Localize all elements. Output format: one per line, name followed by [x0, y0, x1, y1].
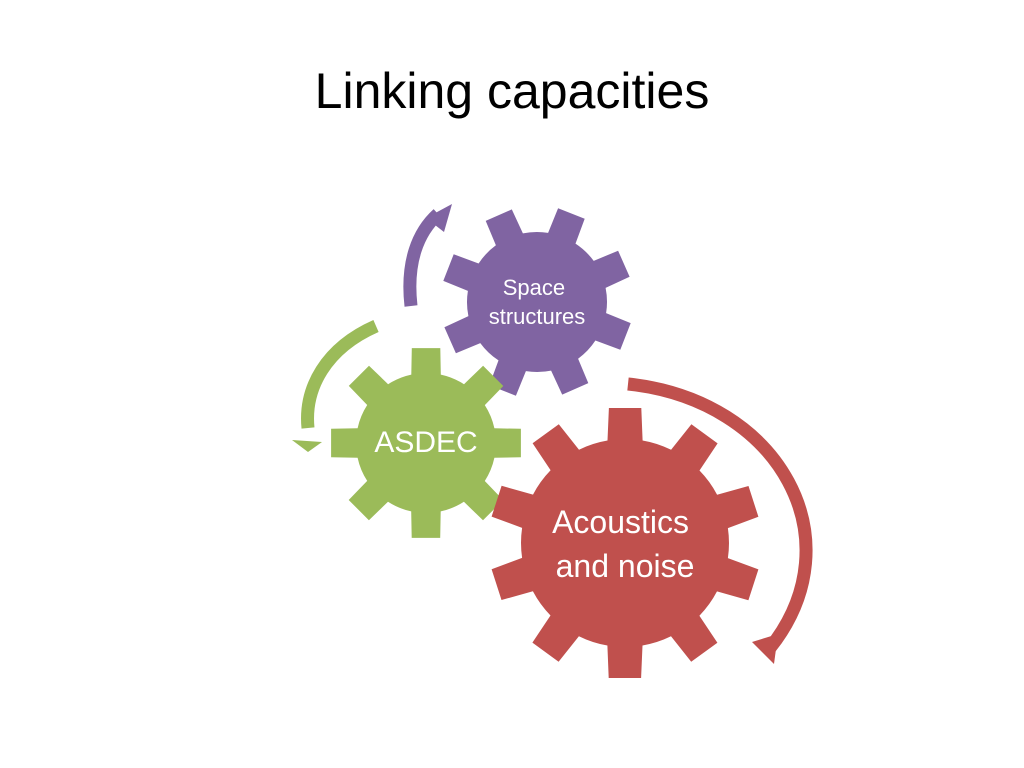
slide-title: Linking capacities	[314, 63, 710, 119]
space-structures-label-line-1: Space	[503, 275, 565, 300]
red-cycle-arrow	[627, 377, 813, 664]
purple-cycle-arrow	[403, 204, 452, 307]
asdec-label: ASDEC	[374, 426, 477, 459]
asdec-label-line-1: ASDEC	[374, 426, 477, 459]
green-cycle-arrow	[292, 320, 379, 452]
acoustics-noise-label-line-2: and noise	[556, 548, 695, 584]
acoustics-noise-label-line-1: Acoustics	[552, 504, 689, 540]
acoustics-noise-gear	[491, 408, 759, 678]
acoustics-noise-label: Acoustics and noise	[552, 504, 698, 584]
asdec-gear	[331, 348, 521, 538]
space-structures-gear	[443, 208, 631, 396]
space-structures-label-line-2: structures	[489, 304, 586, 329]
space-structures-label: Space structures	[489, 275, 586, 329]
